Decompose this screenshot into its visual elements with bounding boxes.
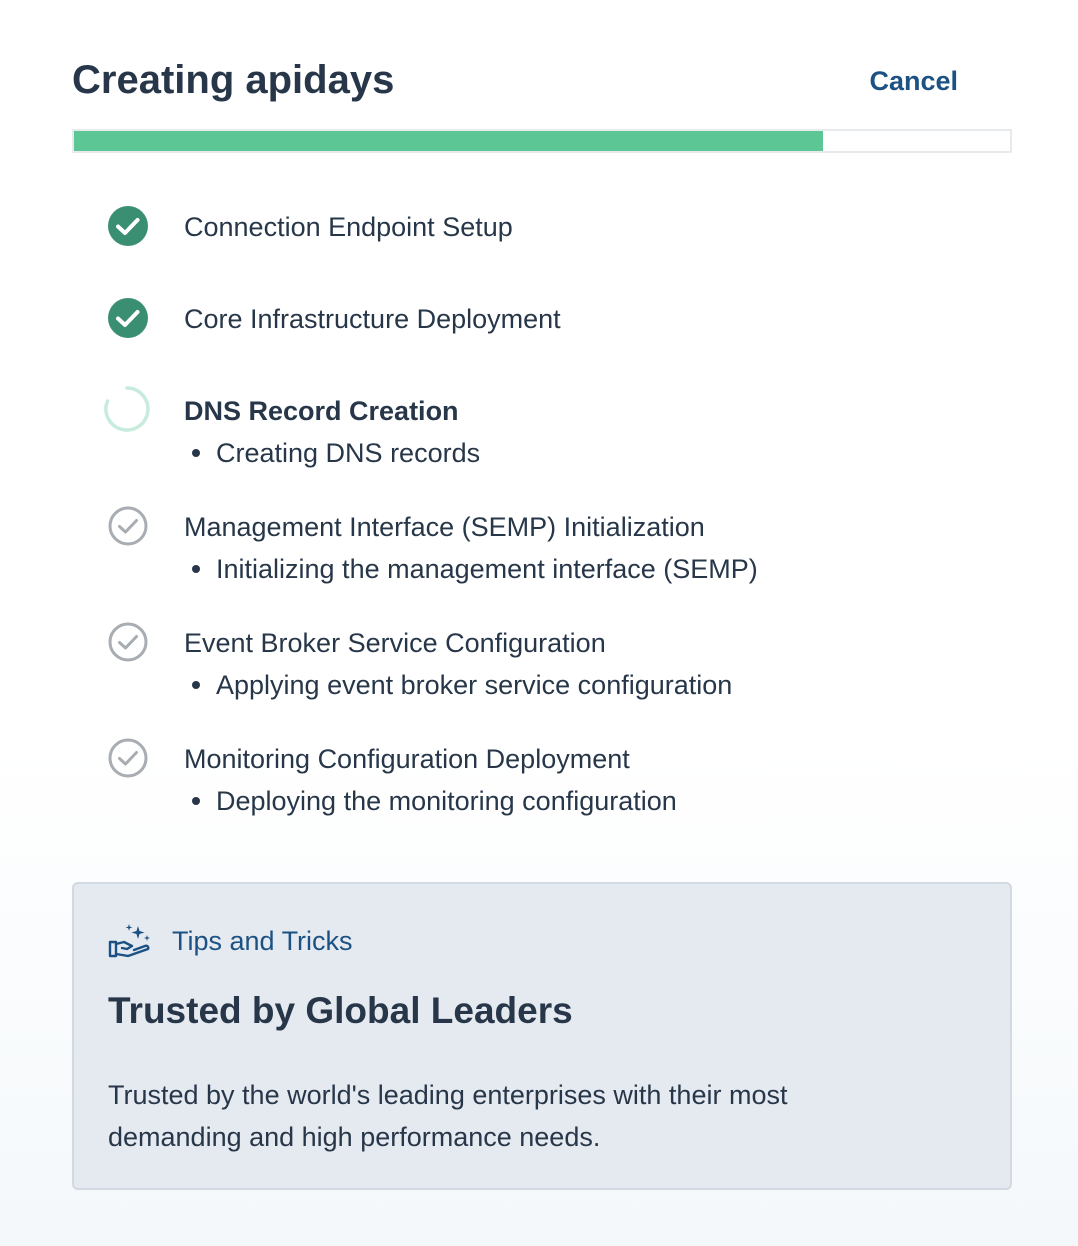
- step-label: Monitoring Configuration Deployment: [184, 744, 630, 774]
- progress-bar: [72, 129, 1012, 153]
- check-circle-icon: [106, 206, 150, 250]
- hand-sparkles-icon: [108, 922, 152, 962]
- step-detail-text: Applying event broker service configurat…: [216, 670, 733, 700]
- step-detail: Initializing the management interface (S…: [184, 552, 758, 586]
- cancel-button[interactable]: Cancel: [869, 66, 958, 96]
- step-label: Event Broker Service Configuration: [184, 628, 606, 658]
- step-detail-text: Creating DNS records: [216, 438, 481, 468]
- step-detail: Creating DNS records: [184, 436, 480, 470]
- check-circle-outline-icon: [106, 506, 150, 550]
- step-label: Connection Endpoint Setup: [184, 212, 513, 242]
- create-service-dialog: Creating apidays Cancel Connection Endpo…: [72, 0, 1012, 1246]
- bullet-dot: [192, 796, 200, 805]
- check-circle-icon: [106, 298, 150, 342]
- progress-bar-fill: [74, 131, 823, 151]
- tips-heading: Trusted by Global Leaders: [108, 990, 573, 1031]
- step-detail-text: Initializing the management interface (S…: [216, 554, 758, 584]
- check-circle-outline-icon: [106, 738, 150, 782]
- step-label: Core Infrastructure Deployment: [184, 304, 561, 334]
- tips-title: Tips and Tricks: [172, 926, 353, 956]
- step-detail: Deploying the monitoring configuration: [184, 784, 677, 818]
- bullet-dot: [192, 564, 200, 573]
- check-circle-outline-icon: [106, 622, 150, 666]
- step-label: Management Interface (SEMP) Initializati…: [184, 512, 705, 542]
- tips-body: Trusted by the world's leading enterpris…: [108, 1080, 788, 1152]
- spinner-icon: [102, 384, 152, 434]
- step-detail-text: Deploying the monitoring configuration: [216, 786, 677, 816]
- dialog-header: Creating apidays Cancel: [72, 56, 1012, 106]
- step-label: DNS Record Creation: [184, 396, 459, 426]
- step-detail: Applying event broker service configurat…: [184, 668, 732, 702]
- bullet-dot: [192, 448, 200, 457]
- tips-panel: Tips and Tricks Trusted by Global Leader…: [72, 882, 1012, 1190]
- bullet-dot: [192, 680, 200, 689]
- dialog-title: Creating apidays: [72, 58, 395, 102]
